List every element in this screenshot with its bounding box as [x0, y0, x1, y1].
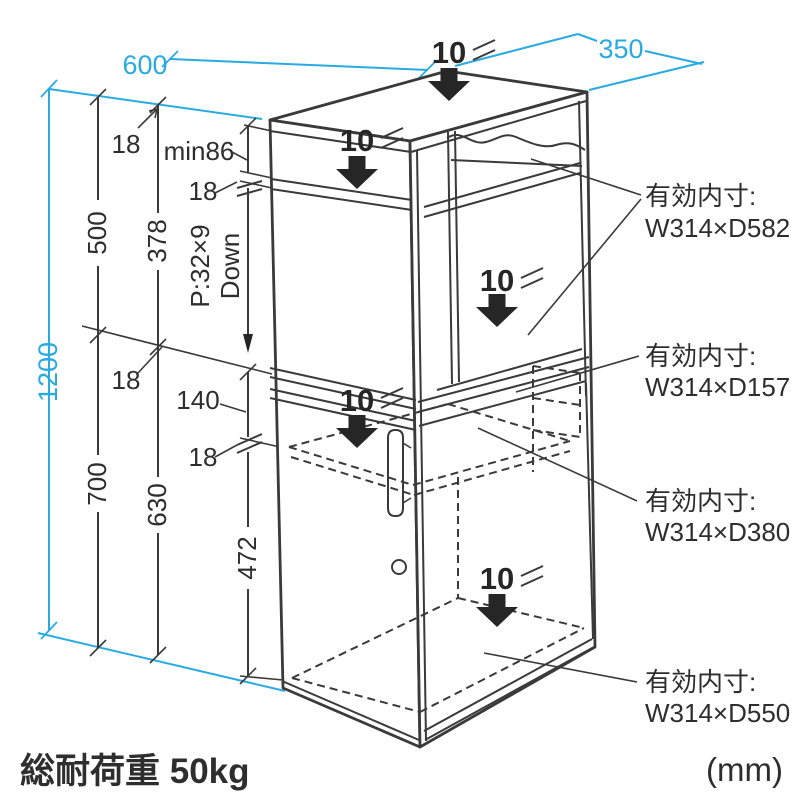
lower-outer-label: 700	[82, 462, 112, 505]
pitch-label-2: Down	[215, 233, 245, 299]
lower-shelf-thickness-label: 18	[189, 442, 218, 472]
width-extension-right	[588, 61, 705, 91]
load-arrow-midshelf: 10	[336, 383, 404, 448]
inner-dimension-annotations: 有効内寸: W314×D582 有効内寸: W314×D157 有効内寸: W3…	[477, 158, 790, 728]
annotation-upper-label: 有効内寸:	[645, 181, 756, 211]
load-arrow-top-glyph	[428, 68, 470, 101]
load-arrow-divider-glyph	[476, 294, 518, 327]
top-panel-thickness-label: 18	[112, 129, 141, 159]
door-handle	[387, 429, 404, 517]
upper-inner-label: 378	[142, 219, 172, 262]
load-arrow-midshelf-glyph	[336, 415, 378, 448]
back-panel-wavy-cutout	[446, 133, 586, 151]
annotation-bottom: 有効内寸: W314×D550	[645, 667, 790, 728]
annotation-back-shelf-value: W314×D157	[645, 372, 790, 402]
load-arrow-top: 10	[428, 35, 496, 101]
height-dim-label: 1200	[33, 342, 63, 402]
annotation-back-shelf: 有効内寸: W314×D157	[645, 341, 790, 402]
pitch-label-1: P:32×9	[185, 224, 215, 307]
load-arrow-bottom-label: 10	[480, 561, 514, 596]
annotation-back-shelf-label: 有効内寸:	[645, 341, 756, 371]
load-arrows: 10 10 10 10 10	[336, 35, 544, 627]
annotation-bottom-label: 有効内寸:	[645, 667, 756, 697]
lower-gap-label: 140	[176, 385, 219, 415]
annotation-bottom-value: W314×D550	[645, 698, 790, 728]
door-top-edge	[418, 380, 587, 427]
width-dim-line	[577, 33, 598, 42]
annotation-door-shelf-label: 有効内寸:	[645, 486, 756, 516]
load-arrow-divider-label: 10	[480, 263, 514, 298]
lower-inner-label: 630	[142, 483, 172, 526]
depth-dim-line	[169, 58, 429, 71]
load-arrow-midshelf-label: 10	[340, 383, 374, 418]
annotation-door-shelf-value: W314×D380	[645, 517, 790, 547]
pitch-down-arrowhead	[243, 334, 253, 353]
lower-bottom-label: 472	[232, 536, 262, 579]
load-arrow-bottom: 10	[476, 561, 544, 627]
load-arrow-shelf: 10	[336, 123, 404, 189]
cyan-dimension-lines: 600 350 1200	[33, 33, 705, 692]
divider-thickness-label: 18	[112, 365, 141, 395]
depth-extension-line	[48, 88, 263, 120]
width-dim-label: 350	[598, 34, 643, 64]
width-extension-left	[454, 33, 579, 67]
depth-dim-label: 600	[122, 50, 167, 80]
load-arrow-shelf-label: 10	[340, 123, 374, 158]
load-arrow-bottom-glyph	[476, 594, 518, 627]
load-capacity-note: 総耐荷重 50kg	[20, 752, 250, 791]
annotation-upper: 有効内寸: W314×D582	[645, 181, 790, 243]
top-gap-label: min86	[164, 136, 235, 166]
load-arrow-top-label: 10	[432, 35, 466, 70]
upper-shelf-edge	[270, 178, 413, 201]
upper-outer-label: 500	[82, 211, 112, 254]
mid-divider	[269, 367, 417, 401]
shelf-thickness-label: 18	[189, 176, 218, 206]
height-extension-bottom	[37, 632, 286, 692]
dimension-ladder: 500 700 378 630 472 P:32×9 Down 18 min86…	[81, 88, 295, 685]
footer: 総耐荷重 50kg (mm)	[20, 751, 783, 791]
annotation-door-shelf: 有効内寸: W314×D380	[645, 486, 790, 547]
door-catch	[391, 559, 407, 575]
load-arrow-shelf-glyph	[336, 156, 378, 189]
unit-note: (mm)	[706, 751, 783, 788]
load-arrow-divider: 10	[476, 263, 544, 327]
annotation-upper-value: W314×D582	[645, 213, 790, 243]
